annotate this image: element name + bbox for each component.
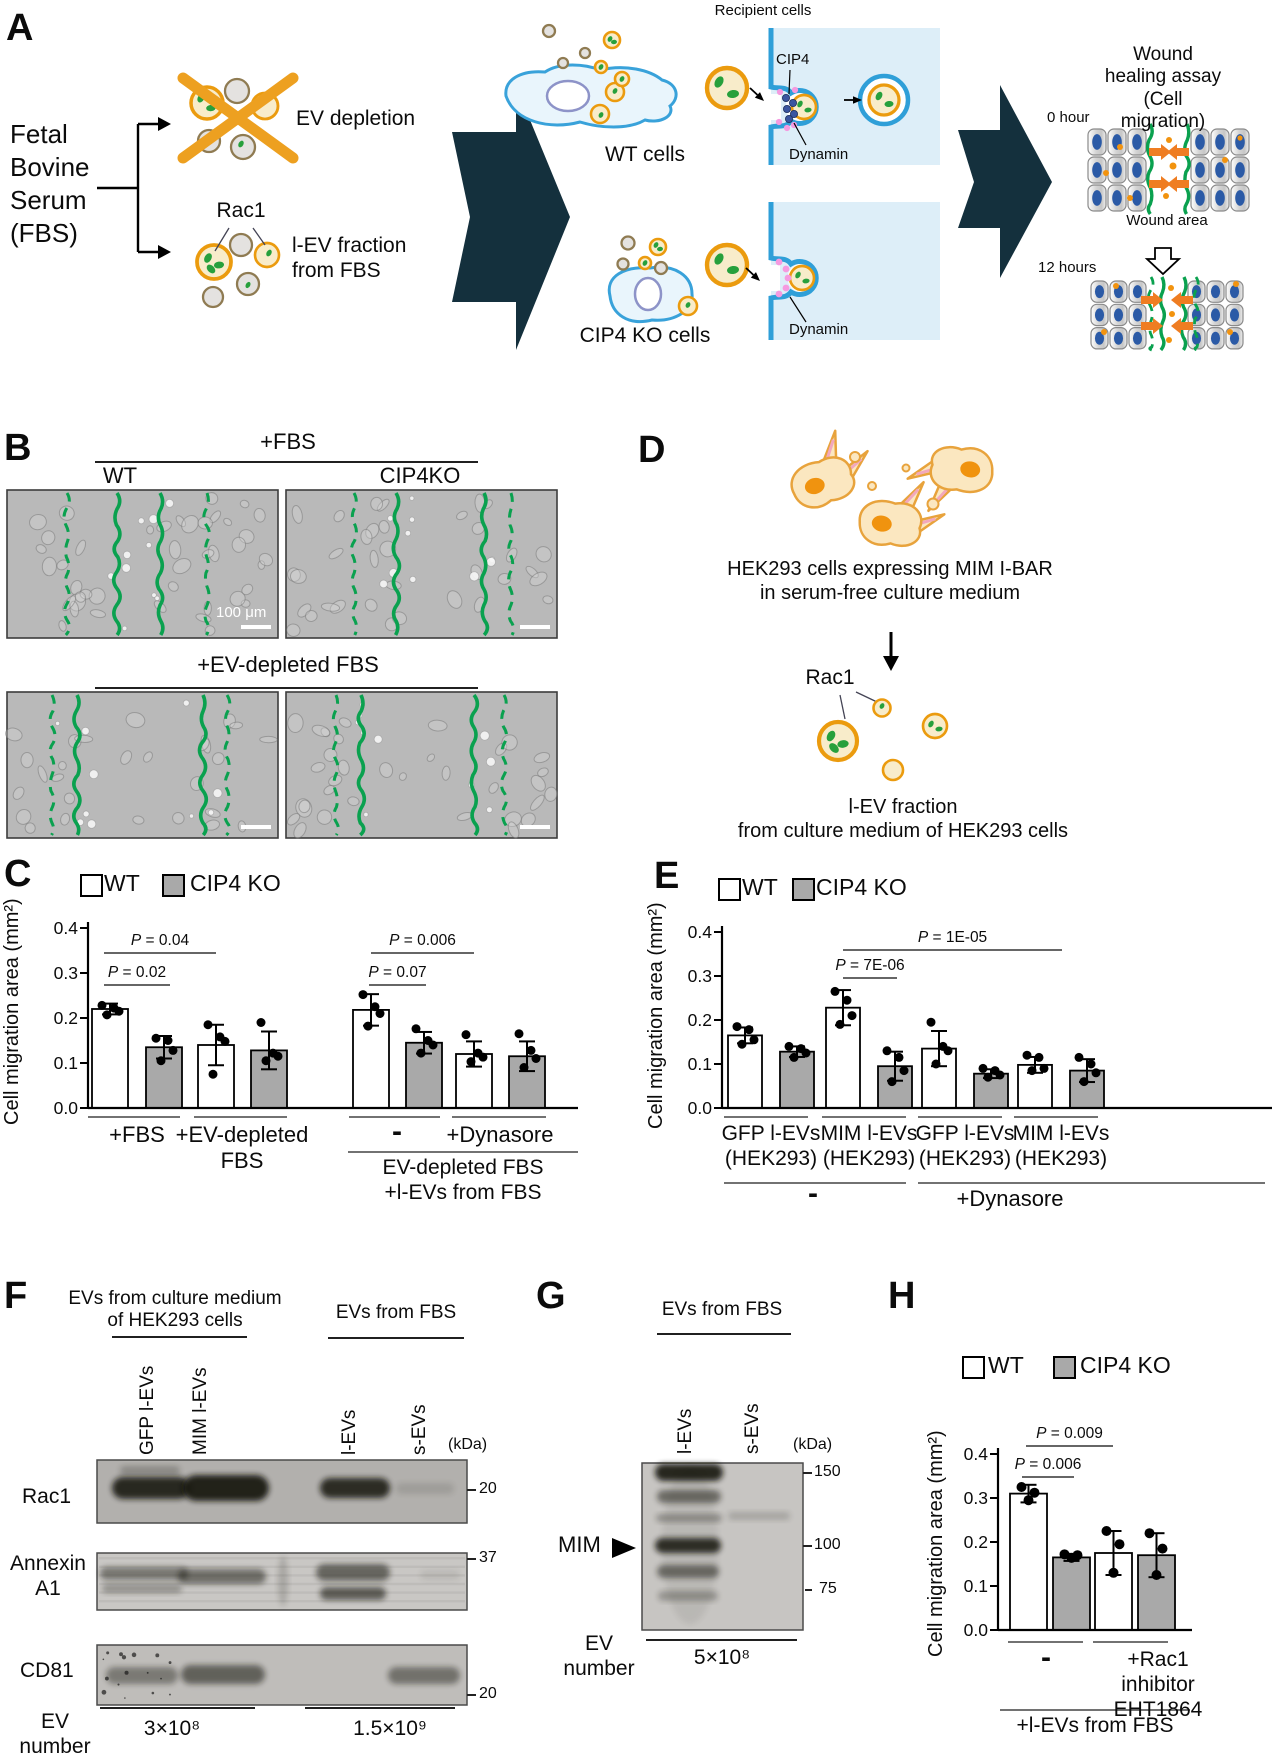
micrograph	[286, 493, 554, 637]
micrograph	[5, 699, 278, 834]
micrograph	[29, 492, 274, 636]
micrograph	[286, 701, 558, 839]
hek293-cell	[906, 445, 994, 513]
hek293-cell	[790, 429, 869, 509]
chart-panel_h	[1009, 1482, 1176, 1631]
chart-panel_c	[91, 990, 546, 1109]
mim-arrowhead-icon	[612, 1538, 636, 1558]
chart-panel_e	[727, 986, 1105, 1109]
hek293-cell	[858, 480, 946, 548]
